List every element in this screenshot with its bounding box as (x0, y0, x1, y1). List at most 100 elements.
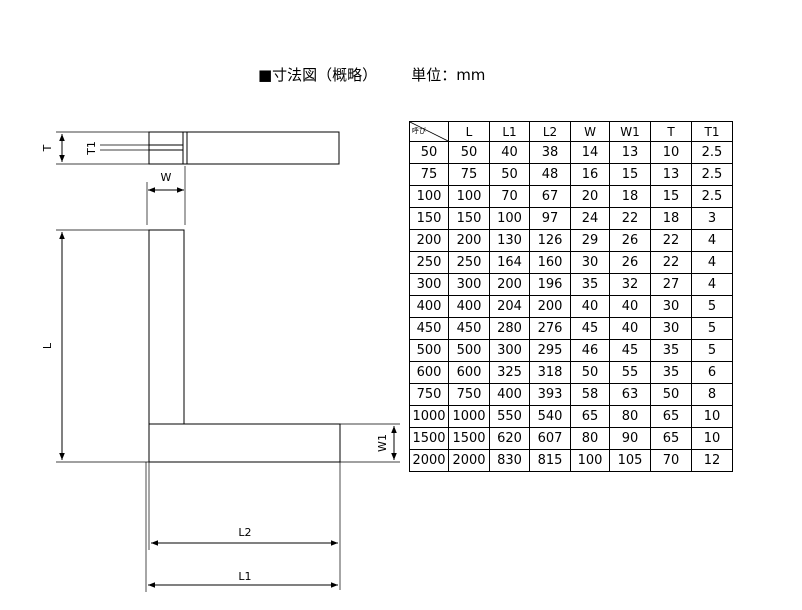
table-cell: 70 (650, 449, 692, 472)
table-cell: 45 (609, 339, 651, 362)
row-size-cell: 450 (409, 317, 449, 340)
table-cell: 30 (570, 251, 610, 274)
row-size-cell: 200 (409, 229, 449, 252)
table-cell: 48 (529, 163, 571, 186)
corner-label: 呼び (412, 127, 426, 135)
table-cell: 55 (609, 361, 651, 384)
table-cell: 13 (609, 141, 651, 164)
table-cell: 15 (609, 163, 651, 186)
table-cell: 70 (489, 185, 530, 208)
table-cell: 26 (609, 229, 651, 252)
table-cell: 24 (570, 207, 610, 230)
table-header: L (448, 121, 490, 142)
top-view-blade (148, 131, 340, 165)
table-cell: 5 (691, 295, 733, 318)
table-cell: 2000 (448, 449, 490, 472)
table-corner-cell: 呼び (409, 121, 449, 142)
row-size-cell: 250 (409, 251, 449, 274)
table-cell: 15 (650, 185, 692, 208)
table-cell: 97 (529, 207, 571, 230)
table-cell: 32 (609, 273, 651, 296)
table-cell: 318 (529, 361, 571, 384)
table-cell: 29 (570, 229, 610, 252)
table-cell: 815 (529, 449, 571, 472)
table-cell: 65 (650, 405, 692, 428)
table-cell: 204 (489, 295, 530, 318)
table-cell: 45 (570, 317, 610, 340)
row-size-cell: 100 (409, 185, 449, 208)
table-cell: 35 (570, 273, 610, 296)
table-cell: 600 (448, 361, 490, 384)
row-size-cell: 400 (409, 295, 449, 318)
table-cell: 295 (529, 339, 571, 362)
row-size-cell: 1000 (409, 405, 449, 428)
row-size-cell: 50 (409, 141, 449, 164)
dim-label-L2: L2 (238, 526, 251, 539)
table-cell: 40 (489, 141, 530, 164)
table-cell: 164 (489, 251, 530, 274)
table-cell: 46 (570, 339, 610, 362)
table-cell: 4 (691, 229, 733, 252)
table-cell: 30 (650, 295, 692, 318)
table-cell: 58 (570, 383, 610, 406)
table-cell: 325 (489, 361, 530, 384)
table-cell: 26 (609, 251, 651, 274)
table-cell: 196 (529, 273, 571, 296)
table-cell: 5 (691, 339, 733, 362)
row-size-cell: 1500 (409, 427, 449, 450)
table-header-row: 呼び L L1 L2 W W1 T T1 (409, 121, 733, 142)
table-cell: 1000 (448, 405, 490, 428)
table-cell: 22 (650, 229, 692, 252)
table-cell: 280 (489, 317, 530, 340)
page-title: ■寸法図（概略） 単位：mm (258, 64, 485, 85)
table-cell: 4 (691, 273, 733, 296)
table-cell: 4 (691, 251, 733, 274)
table-cell: 12 (691, 449, 733, 472)
row-size-cell: 500 (409, 339, 449, 362)
table-cell: 18 (650, 207, 692, 230)
row-size-cell: 300 (409, 273, 449, 296)
table-cell: 6 (691, 361, 733, 384)
table-cell: 300 (489, 339, 530, 362)
dim-label-T: T (41, 144, 54, 152)
row-size-cell: 150 (409, 207, 449, 230)
table-cell: 20 (570, 185, 610, 208)
table-cell: 14 (570, 141, 610, 164)
title-text: ■寸法図（概略） (258, 66, 378, 84)
table-cell: 10 (691, 427, 733, 450)
dim-label-L1: L1 (238, 570, 251, 583)
table-cell: 2.5 (691, 185, 733, 208)
table-cell: 150 (448, 207, 490, 230)
table-cell: 100 (570, 449, 610, 472)
table-cell: 22 (650, 251, 692, 274)
table-cell: 160 (529, 251, 571, 274)
table-header: W1 (609, 121, 651, 142)
table-header: T (650, 121, 692, 142)
table-cell: 10 (691, 405, 733, 428)
table-cell: 276 (529, 317, 571, 340)
table-cell: 126 (529, 229, 571, 252)
table-cell: 550 (489, 405, 530, 428)
table-cell: 13 (650, 163, 692, 186)
table-cell: 2.5 (691, 163, 733, 186)
table-cell: 50 (489, 163, 530, 186)
table-cell: 50 (570, 361, 610, 384)
table-cell: 830 (489, 449, 530, 472)
table-cell: 1500 (448, 427, 490, 450)
row-size-cell: 600 (409, 361, 449, 384)
table-cell: 8 (691, 383, 733, 406)
table-cell: 200 (448, 229, 490, 252)
unit-label: 単位：mm (411, 66, 486, 84)
table-cell: 67 (529, 185, 571, 208)
